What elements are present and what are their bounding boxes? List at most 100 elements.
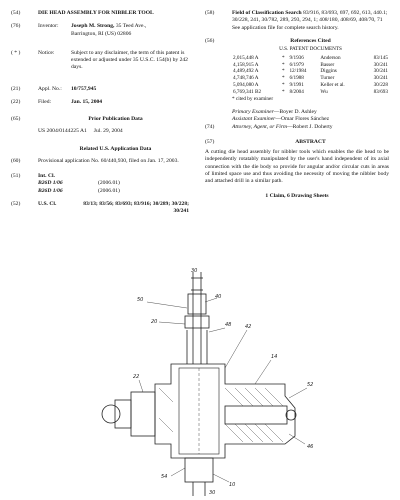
- filed-block: (22) Filed:Jan. 15, 2004: [11, 99, 193, 106]
- abstract-text: A cutting die head assembly for nibbler …: [205, 149, 389, 185]
- assistant-examiner-label: Assistant Examiner: [232, 116, 276, 123]
- reference-numeral: 54: [161, 474, 167, 480]
- reference-mark: *: [281, 54, 285, 61]
- reference-numeral: 30: [209, 490, 215, 496]
- reference-date: 12/1984: [289, 68, 307, 75]
- inventor-block: (76) Inventor:Joseph M. Strong, 35 Teed …: [11, 23, 193, 38]
- appl-no-label: Appl. No.:: [38, 85, 62, 92]
- reference-numeral: 46: [307, 444, 313, 450]
- reference-number: 2,015,448 A: [233, 54, 259, 61]
- inid-code: (21): [11, 85, 21, 92]
- reference-numeral: 30: [191, 268, 197, 274]
- int-cl-row: B26D 1/06 (2006.01): [38, 188, 193, 195]
- int-cl-date: (2006.01): [98, 180, 120, 187]
- inid-code: (60): [11, 157, 21, 164]
- us-cl-block: (52) U.S. Cl.83/13; 83/56; 83/693; 83/91…: [11, 201, 193, 216]
- side-knob: [130, 391, 156, 437]
- reference-numeral: 50: [137, 297, 143, 303]
- notice-block: ( * ) Notice: Subject to any disclaimer, …: [11, 50, 193, 72]
- upper-collar: [187, 293, 207, 315]
- filed-value: Jan. 15, 2004: [71, 98, 103, 105]
- reference-name: Wu: [320, 88, 328, 95]
- int-cl-label: Int. Cl.: [38, 173, 55, 180]
- reference-name: Basser: [320, 61, 335, 68]
- inid-code: (56): [205, 37, 215, 44]
- inid-code: (74): [205, 123, 215, 130]
- inid-code: (52): [11, 200, 21, 207]
- bore: [224, 405, 288, 425]
- references-subheading: U.S. PATENT DOCUMENTS: [279, 46, 342, 53]
- cited-by-examiner: * cited by examiner: [232, 96, 274, 103]
- inid-code: (51): [11, 173, 21, 180]
- field-of-search-label: Field of Classification Search: [232, 10, 302, 16]
- abstract-heading: ABSTRACT: [295, 138, 326, 145]
- inventor-label: Inventor:: [38, 23, 59, 30]
- reference-class: 83/693: [373, 88, 388, 95]
- inventor-address-1: 35 Teed Ave.,: [115, 23, 147, 30]
- inid-code: (57): [205, 138, 215, 145]
- reference-class: 30/241: [373, 75, 388, 82]
- inid-code: (22): [11, 98, 21, 105]
- inid-code: (58): [205, 10, 215, 16]
- reference-date: 6/1988: [289, 75, 304, 82]
- us-cl-value: 83/13; 83/56; 83/693; 83/916; 30/289; 30…: [83, 200, 189, 215]
- claims-count: 1 Claim, 6 Drawing Sheets: [265, 193, 329, 200]
- primary-examiner-label: Primary Examiner: [232, 109, 274, 116]
- related-block: (60) Provisional application No. 60/440,…: [11, 158, 193, 165]
- int-cl-date: (2006.01): [98, 187, 120, 194]
- int-cl-row: B26D 1/06 (2006.01): [38, 180, 193, 187]
- inid-code: (54): [11, 10, 21, 16]
- notice-text: Subject to any disclaimer, the term of t…: [71, 49, 188, 71]
- reference-class: 83/145: [373, 54, 388, 61]
- reference-mark: *: [281, 75, 285, 82]
- reference-numeral: 14: [271, 354, 277, 360]
- field-of-search-value: 83/916, 83/693, 697, 692, 613, 440.1; 30…: [232, 10, 388, 24]
- reference-mark: *: [281, 68, 285, 75]
- reference-number: 6,769,341 B2: [233, 88, 262, 95]
- prior-publication-block: (65) Prior Publication Data US 2004/0144…: [11, 116, 193, 136]
- reference-numeral: 20: [151, 319, 157, 325]
- attorney: (74)Attorney, Agent, or Firm—Robert J. D…: [205, 124, 389, 131]
- reference-numeral: 52: [307, 382, 313, 388]
- reference-numeral: 22: [133, 374, 139, 380]
- inid-code: (65): [11, 116, 21, 123]
- inid-code: ( * ): [11, 49, 21, 56]
- reference-mark: *: [281, 81, 285, 88]
- prior-publication-row: US 2004/0144225 A1 Jul. 29, 2004: [38, 128, 123, 135]
- reference-class: 30/228: [373, 81, 388, 88]
- inventor-value: Joseph M. Strong, 35 Teed Ave.,Barringto…: [71, 23, 189, 38]
- bibliographic-right-column: (58) Field of Classification Search 83/9…: [205, 10, 389, 201]
- reference-mark: *: [281, 88, 285, 95]
- reference-date: 6/1979: [289, 61, 304, 68]
- title-block: (54) DIE HEAD ASSEMBLY FOR NIBBLER TOOL: [11, 10, 193, 17]
- field-of-search-block: (58) Field of Classification Search 83/9…: [205, 10, 389, 32]
- reference-number: 5,094,080 A: [233, 81, 259, 88]
- reference-number: 4,748,746 A: [233, 75, 259, 82]
- int-cl-class: B26D 1/06: [38, 187, 63, 194]
- prior-publication-heading: Prior Publication Data: [88, 116, 143, 123]
- reference-class: 30/241: [373, 61, 388, 68]
- patent-title: DIE HEAD ASSEMBLY FOR NIBBLER TOOL: [38, 10, 154, 16]
- reference-name: Keller et al.: [320, 81, 345, 88]
- related-text: Provisional application No. 60/440,930, …: [38, 157, 179, 164]
- reference-numeral: 42: [245, 324, 251, 330]
- attorney-label: Attorney, Agent, or Firm: [232, 123, 288, 130]
- primary-examiner: Primary Examiner—Boyer D. Ashley: [232, 109, 389, 116]
- reference-date: 9/1991: [289, 81, 304, 88]
- reference-numeral: 40: [215, 294, 221, 300]
- reference-row: 5,094,080 A * 9/1991 Keller et al. 30/228: [232, 82, 389, 89]
- reference-class: 30/241: [373, 68, 388, 75]
- int-cl-class: B26D 1/06: [38, 180, 63, 187]
- reference-numeral: 10: [229, 482, 235, 488]
- appl-no-value: 10/757,945: [71, 85, 97, 92]
- notice-label: Notice:: [38, 49, 55, 56]
- primary-examiner-name: —Boyer D. Ashley: [273, 109, 317, 116]
